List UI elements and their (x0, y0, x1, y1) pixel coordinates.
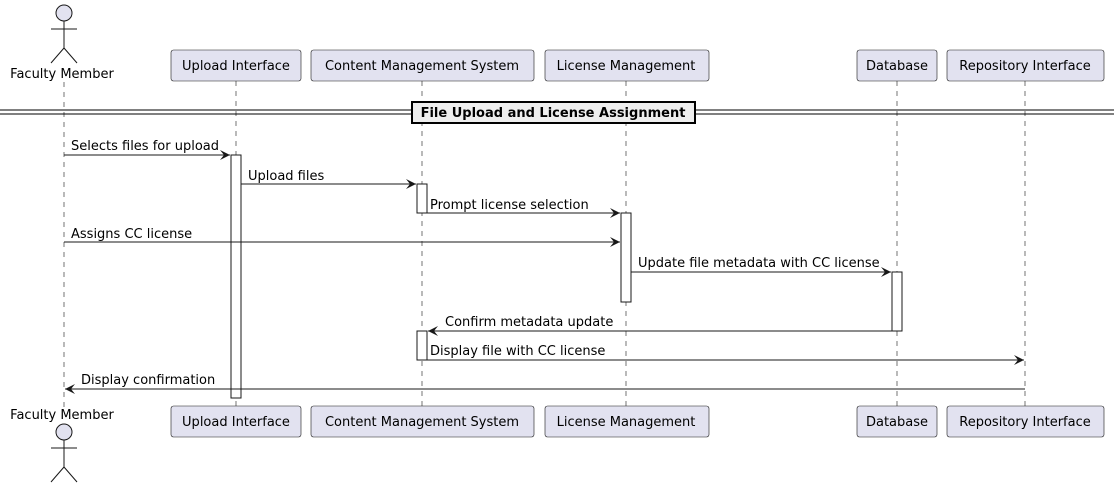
participant-content-management-system: Content Management System (310, 405, 535, 438)
actor-faculty-member-bottom: Faculty Member (10, 408, 114, 483)
participant-label: Faculty Member (10, 67, 114, 82)
participant-license-management: License Management (544, 49, 710, 82)
message-prompt-license: Prompt license selection (427, 198, 620, 218)
participant-label: Faculty Member (10, 408, 114, 423)
message-label: Upload files (248, 169, 324, 184)
participant-upload-interface: Upload Interface (170, 405, 302, 438)
participant-content-management-system: Content Management System (310, 49, 535, 82)
participant-label: License Management (557, 415, 696, 430)
participant-label: Content Management System (325, 415, 519, 430)
message-label: Confirm metadata update (445, 315, 613, 330)
activation-bars (230, 154, 903, 399)
activation-license-management (620, 212, 632, 303)
participant-boxes-top: Upload Interface Content Management Syst… (170, 49, 1105, 82)
participant-boxes-bottom: Upload Interface Content Management Syst… (170, 405, 1105, 438)
participant-label: Repository Interface (959, 415, 1090, 430)
message-label: Display confirmation (81, 373, 215, 388)
actor-head-icon (55, 4, 73, 22)
message-update-metadata: Update file metadata with CC license (631, 256, 891, 277)
divider-title: File Upload and License Assignment (421, 106, 686, 121)
participant-label: Database (866, 59, 928, 74)
message-label: Prompt license selection (430, 198, 589, 213)
activation-database (891, 271, 903, 332)
activation-upload-interface (230, 154, 242, 399)
participant-repository-interface: Repository Interface (946, 49, 1105, 82)
message-display-confirmation: Display confirmation (65, 373, 1025, 394)
actor-head-icon (55, 423, 73, 441)
actor-faculty-member-top: Faculty Member (10, 4, 114, 82)
message-label: Assigns CC license (71, 227, 192, 242)
participant-label: Repository Interface (959, 59, 1090, 74)
message-confirm-metadata: Confirm metadata update (428, 315, 892, 336)
participant-label: Upload Interface (182, 59, 290, 74)
participant-label: Content Management System (325, 59, 519, 74)
activation-cms-1 (416, 183, 428, 214)
participant-database: Database (856, 405, 938, 438)
message-label: Selects files for upload (71, 139, 219, 154)
participant-repository-interface: Repository Interface (946, 405, 1105, 438)
message-display-file: Display file with CC license (427, 344, 1024, 365)
message-selects-files: Selects files for upload (64, 139, 230, 160)
message-upload-files: Upload files (241, 169, 416, 189)
participant-label: License Management (557, 59, 696, 74)
message-label: Update file metadata with CC license (638, 256, 880, 271)
message-assigns-license: Assigns CC license (64, 227, 620, 247)
participant-label: Upload Interface (182, 415, 290, 430)
lifelines (63, 81, 1026, 408)
message-label: Display file with CC license (430, 344, 605, 359)
participant-database: Database (856, 49, 938, 82)
participant-license-management: License Management (544, 405, 710, 438)
activation-cms-2 (416, 330, 428, 361)
participant-label: Database (866, 415, 928, 430)
participant-upload-interface: Upload Interface (170, 49, 302, 82)
section-divider: File Upload and License Assignment (0, 101, 1114, 124)
messages: Selects files for upload Upload files Pr… (64, 139, 1025, 394)
